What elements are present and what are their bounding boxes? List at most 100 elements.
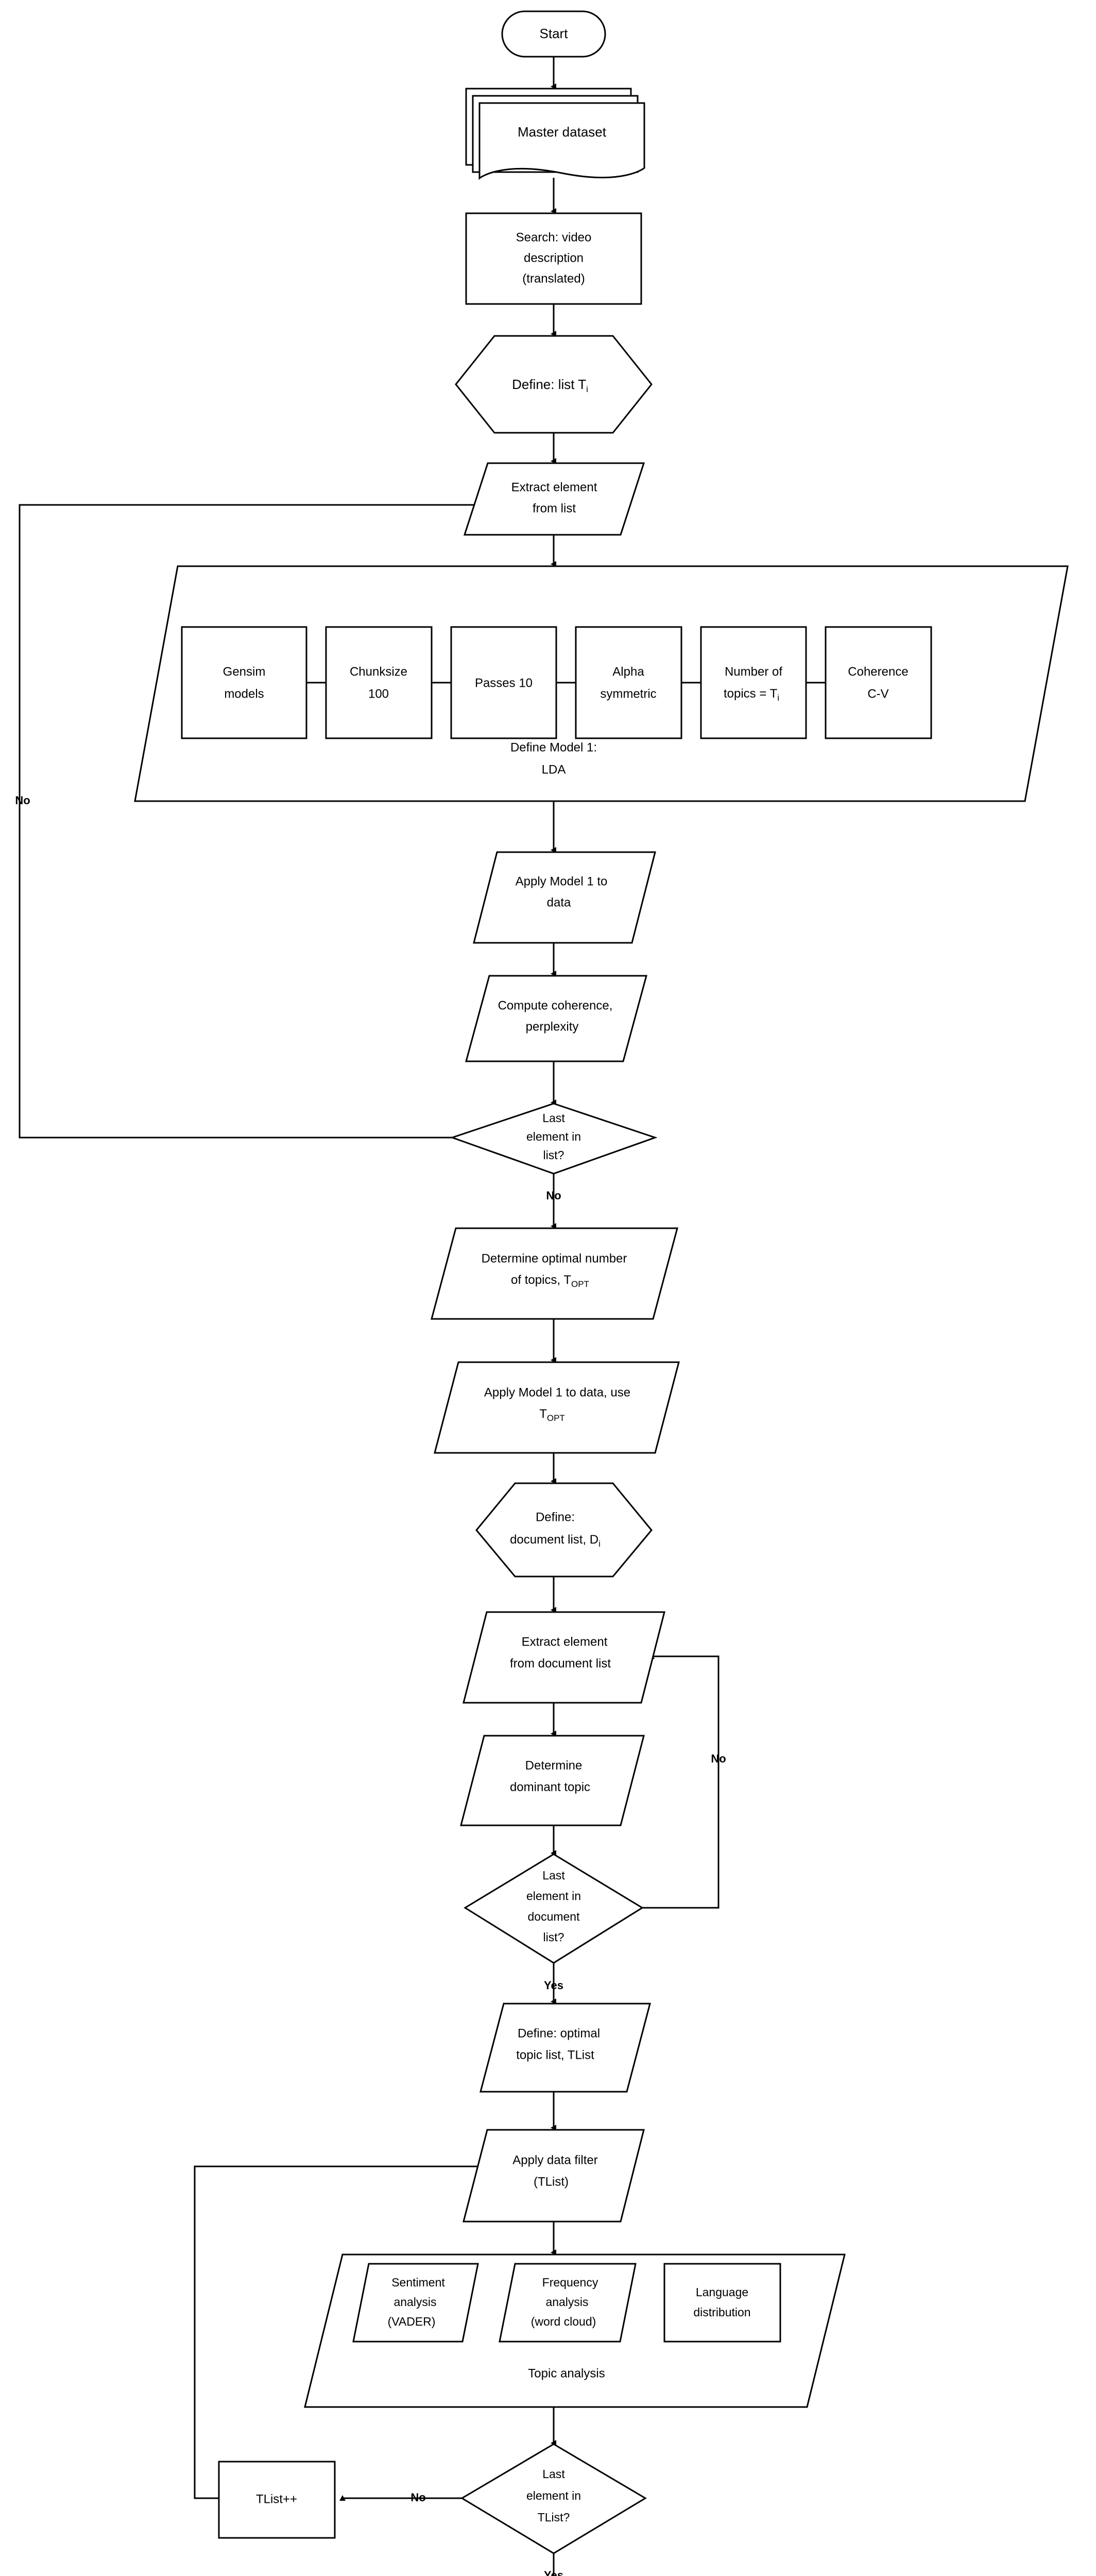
- param-box-3: [450, 626, 557, 739]
- topic-analysis-caption: Topic analysis: [528, 2366, 605, 2380]
- last-element-doc-line2: element in: [526, 1889, 581, 1903]
- edge-label-tlist-no: No: [410, 2491, 425, 2504]
- param-box-1: [181, 626, 307, 739]
- model-param-gensim[interactable]: Gensim models: [181, 626, 307, 739]
- determine-dominant-shape: [460, 1735, 645, 1826]
- apply-model-topt-line2: TOPT: [539, 1407, 565, 1423]
- edge-tlistpp-loopback: [194, 2164, 518, 2499]
- node-last-element-doc[interactable]: Last element in document list?: [464, 1853, 644, 1964]
- search-line3: (translated): [522, 272, 585, 285]
- define-list-label: Define: list Ti: [512, 377, 588, 395]
- topic-item-3-line1: Language: [696, 2285, 748, 2299]
- topic-item-frequency[interactable]: Frequency analysis (word cloud): [499, 2263, 637, 2343]
- apply-filter-line2: (TList): [534, 2175, 569, 2189]
- model-group-caption-line1: Define Model 1:: [510, 740, 597, 754]
- last-element-tlist-line2: element in: [526, 2489, 581, 2502]
- model-param-topics[interactable]: Number of topics = Ti: [700, 626, 807, 739]
- extract-element-line1: Extract element: [511, 480, 597, 494]
- node-determine-dominant[interactable]: Determine dominant topic: [460, 1735, 645, 1826]
- node-compute-coherence[interactable]: Compute coherence, perplexity: [465, 975, 647, 1062]
- node-define-list-t[interactable]: Define: list Ti: [455, 335, 653, 434]
- connectors: [19, 57, 720, 2576]
- topic-item-sentiment[interactable]: Sentiment analysis (VADER): [352, 2263, 479, 2343]
- last-element-doc-line1: Last: [542, 1869, 565, 1882]
- apply-model-topt-shape: [434, 1361, 680, 1454]
- edge-docloop-no: [642, 1653, 720, 1909]
- topic-item-2-line2: analysis: [545, 2295, 588, 2309]
- node-determine-optimal[interactable]: Determine optimal number of topics, TOPT: [431, 1227, 678, 1320]
- define-list-shape: [455, 335, 653, 434]
- determine-optimal-line2: of topics, TOPT: [511, 1273, 589, 1289]
- param-1-line1: Gensim: [223, 665, 266, 679]
- topic-item-language[interactable]: Language distribution: [663, 2263, 781, 2343]
- model-param-passes[interactable]: Passes 10: [450, 626, 557, 739]
- start-shape: [501, 10, 606, 58]
- determine-dominant-line1: Determine: [525, 1758, 583, 1772]
- param-1-line2: models: [224, 687, 264, 701]
- topic-item-3-line2: distribution: [693, 2306, 750, 2319]
- node-last-element-list[interactable]: Last element in list?: [450, 1103, 658, 1175]
- node-apply-model-topt[interactable]: Apply Model 1 to data, use TOPT: [434, 1361, 680, 1454]
- apply-model-1-line2: data: [547, 895, 571, 909]
- last-element-list-line1: Last: [542, 1111, 565, 1125]
- node-start[interactable]: Start: [501, 10, 606, 58]
- param-5-line2: topics = Ti: [724, 687, 779, 703]
- define-doc-list-line2: document list, Di: [510, 1533, 601, 1549]
- node-model-group[interactable]: Gensim models Chunksize 100 Passes 10 Al…: [134, 565, 1069, 802]
- node-search[interactable]: Search: video description (translated): [465, 212, 642, 305]
- node-tlist-increment[interactable]: TList++: [218, 2461, 336, 2539]
- last-element-list-shape: [450, 1103, 658, 1175]
- node-apply-filter[interactable]: Apply data filter (TList): [463, 2129, 645, 2223]
- model-param-coherence[interactable]: Coherence C-V: [825, 626, 932, 739]
- determine-optimal-shape: [431, 1227, 678, 1320]
- tlist-increment-shape: [218, 2461, 336, 2539]
- last-element-doc-shape: [464, 1853, 644, 1964]
- search-line1: Search: video: [516, 230, 592, 244]
- param-2-line2: 100: [368, 687, 389, 701]
- param-box-6: [825, 626, 932, 739]
- param-box-5: [700, 626, 807, 739]
- node-master-dataset[interactable]: Master dataset: [465, 88, 645, 180]
- apply-model-topt-line1: Apply Model 1 to data, use: [484, 1385, 630, 1399]
- extract-doc-element-shape: [463, 1611, 665, 1704]
- edge-label-loop-model-no: No: [15, 794, 30, 807]
- param-5-line1: Number of: [725, 665, 782, 679]
- node-last-element-tlist[interactable]: Last element in TList?: [460, 2443, 647, 2554]
- apply-filter-shape: [463, 2129, 645, 2223]
- topic-item-2-shape: [499, 2263, 637, 2343]
- define-tlist-shape: [480, 2003, 651, 2093]
- apply-model-1-shape: [473, 851, 656, 944]
- compute-coherence-line1: Compute coherence,: [498, 998, 613, 1012]
- param-box-2: [325, 626, 433, 739]
- last-element-tlist-line1: Last: [542, 2467, 565, 2481]
- tlist-increment-label: TList++: [256, 2492, 297, 2506]
- param-6-line1: Coherence: [848, 665, 908, 679]
- param-4-line2: symmetric: [600, 687, 656, 701]
- master-dataset-front-sheet: [478, 102, 645, 180]
- model-param-chunksize[interactable]: Chunksize 100: [325, 626, 433, 739]
- topic-item-1-line2: analysis: [393, 2295, 436, 2309]
- edge-label-doc-yes: Yes: [544, 1979, 563, 1992]
- extract-doc-line1: Extract element: [522, 1635, 608, 1649]
- define-tlist-line1: Define: optimal: [518, 2026, 600, 2040]
- node-define-doc-list[interactable]: Define: document list, Di: [475, 1482, 653, 1578]
- node-apply-model-1[interactable]: Apply Model 1 to data: [473, 851, 656, 944]
- node-topic-analysis[interactable]: Sentiment analysis (VADER) Frequency ana…: [304, 2253, 846, 2408]
- determine-optimal-line1: Determine optimal number: [482, 1251, 627, 1265]
- model-group-caption-line2: LDA: [542, 762, 566, 776]
- node-extract-doc-element[interactable]: Extract element from document list: [463, 1611, 665, 1704]
- node-extract-element[interactable]: Extract element from list: [463, 462, 645, 536]
- compute-coherence-shape: [465, 975, 647, 1062]
- param-box-4: [575, 626, 682, 739]
- param-2-line1: Chunksize: [350, 665, 407, 679]
- node-define-tlist[interactable]: Define: optimal topic list, TList: [480, 2003, 651, 2093]
- last-element-tlist-shape: [460, 2443, 647, 2554]
- define-doc-list-line1: Define:: [536, 1510, 575, 1524]
- last-element-list-line3: list?: [543, 1148, 564, 1162]
- last-element-tlist-line3: TList?: [538, 2511, 570, 2524]
- apply-model-1-line1: Apply Model 1 to: [516, 874, 608, 888]
- param-3-line1: Passes 10: [475, 676, 533, 690]
- model-param-alpha[interactable]: Alpha symmetric: [575, 626, 682, 739]
